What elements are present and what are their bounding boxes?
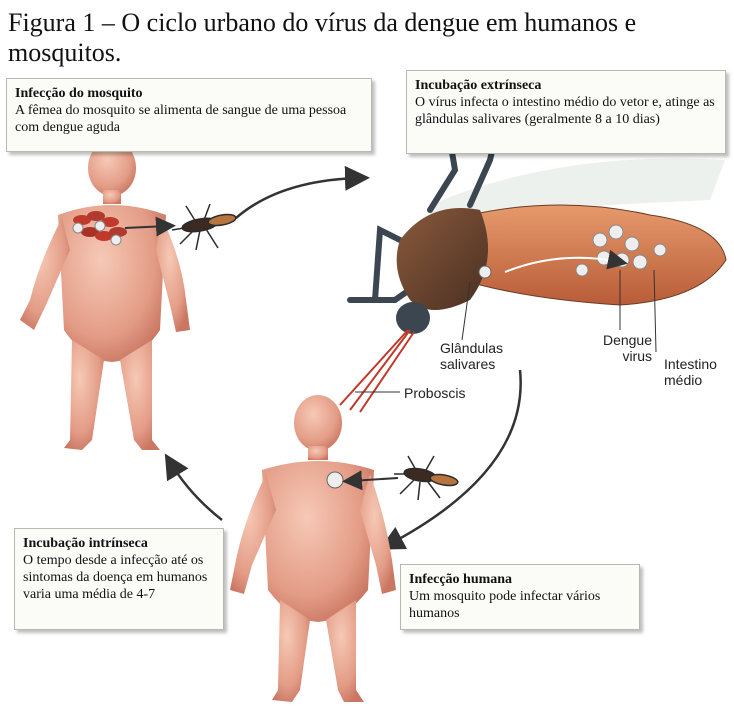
salivary-glands-label: Glândulas salivares [440,340,530,372]
small-mosquito-feeding [172,204,237,250]
intrinsic-incubation-text: O tempo desde a infecção até os sintomas… [23,552,215,603]
infected-person-figure [20,140,190,450]
small-mosquito-biting [394,456,459,500]
human-infection-text: Um mosquito pode infectar vários humanos [409,588,631,622]
mosquito-infection-title: Infecção do mosquito [15,85,363,102]
intrinsic-incubation-box: Incubação intrínseca O tempo desde a inf… [14,528,224,630]
human-infection-title: Infecção humana [409,571,631,588]
intrinsic-incubation-title: Incubação intrínseca [23,535,215,552]
extrinsic-incubation-title: Incubação extrínseca [415,77,717,94]
extrinsic-incubation-text: O vírus infecta o intestino médio do vet… [415,94,717,128]
mosquito-infection-text: A fêmea do mosquito se alimenta de sangu… [15,102,363,136]
human-infection-figure [230,395,396,702]
human-infection-box: Infecção humana Um mosquito pode infecta… [400,564,640,630]
mosquito-infection-box: Infecção do mosquito A fêmea do mosquito… [6,78,372,152]
virus-particle [327,472,343,488]
extrinsic-incubation-box: Incubação extrínseca O vírus infecta o i… [406,70,726,154]
proboscis-label: Proboscis [404,385,465,401]
dengue-virus-label: Dengue virus [592,332,652,364]
midgut-label: Intestino médio [664,356,728,388]
